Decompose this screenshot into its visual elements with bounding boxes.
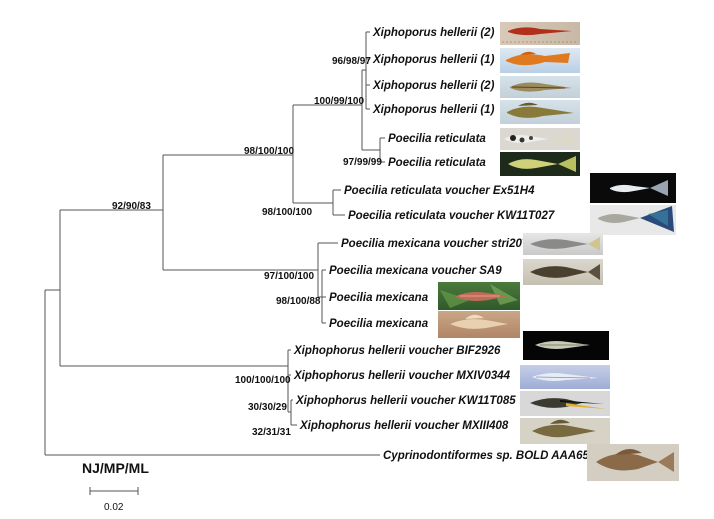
taxon-label: Xiphophorus hellerii voucher BIF2926 — [293, 345, 501, 357]
taxon-label: Xiphoporus hellerii (2) — [372, 80, 495, 92]
support-value: 98/100/100 — [244, 146, 294, 157]
support-value: 98/100/100 — [262, 207, 312, 218]
support-value: 100/99/100 — [314, 96, 364, 107]
fish-photo-paleblue-swordtail — [520, 365, 610, 389]
tree-branches — [44, 31, 385, 456]
fish-photo-yellow-guppy — [500, 152, 580, 176]
figure-legend: NJ/MP/ML 0.02 — [82, 460, 149, 513]
support-value: 92/90/83 — [112, 201, 151, 212]
fish-photo-dark-guppy — [590, 173, 676, 203]
taxon-label: Poecilia mexicana voucher SA9 — [329, 265, 502, 277]
taxon-label: Xiphophorus hellerii voucher MXIV0344 — [293, 370, 511, 382]
taxon-label: Poecilia mexicana — [329, 292, 429, 304]
support-value: 30/30/29 — [248, 402, 287, 413]
fish-photo-blacksword-swordtail — [520, 391, 610, 416]
fish-photo-fantail-guppy — [590, 205, 676, 235]
taxon-label: Poecilia reticulata — [388, 133, 486, 145]
scale-bar — [89, 487, 139, 495]
fish-photo-brown-swordtail — [520, 418, 610, 444]
support-values: 96/98/97 100/99/100 97/99/99 98/100/100 … — [112, 56, 382, 438]
fish-photo-plants-molly — [438, 282, 520, 310]
support-value: 98/100/88 — [276, 296, 321, 307]
fish-photo-orange-swordtail — [500, 48, 580, 73]
fish-photo-grey-molly — [523, 233, 603, 255]
taxon-label: Xiphophorus hellerii voucher KW11T085 — [295, 395, 516, 407]
fish-photo-dark-molly — [523, 259, 603, 285]
taxon-label: Poecilia mexicana voucher stri2074 — [341, 238, 535, 250]
fish-photo-green-swordtail — [500, 76, 580, 98]
taxon-label: Xiphoporus hellerii (1) — [372, 54, 495, 66]
support-value: 97/99/99 — [343, 157, 382, 168]
support-value: 32/31/31 — [252, 427, 291, 438]
method-label: NJ/MP/ML — [82, 460, 149, 476]
fish-photo-killifish — [587, 444, 679, 481]
taxon-label: Xiphoporus hellerii (1) — [372, 104, 495, 116]
fish-photo-red-swordtail — [500, 22, 580, 45]
support-value: 96/98/97 — [332, 56, 371, 67]
scale-bar-label: 0.02 — [104, 502, 124, 513]
taxon-label: Poecilia reticulata voucher Ex51H4 — [344, 185, 535, 197]
taxon-label: Poecilia mexicana — [329, 318, 429, 330]
taxon-label: Xiphophorus hellerii voucher MXIII408 — [299, 420, 509, 432]
taxon-label: Poecilia reticulata — [388, 157, 486, 169]
fish-photos — [438, 22, 679, 481]
taxon-label: Cyprinodontiformes sp. BOLD AAA654 — [383, 450, 596, 462]
fish-photo-spotted-guppy — [500, 128, 580, 150]
support-value: 97/100/100 — [264, 271, 314, 282]
taxon-labels: Xiphoporus hellerii (2) Xiphoporus helle… — [293, 27, 596, 462]
fish-photo-olive-swordtail — [500, 100, 580, 124]
taxon-label: Poecilia reticulata voucher KW11T027 — [348, 210, 555, 222]
fish-photo-sandy-molly — [438, 311, 520, 338]
support-value: 100/100/100 — [235, 375, 291, 386]
fish-photo-black-swordtail — [523, 331, 609, 360]
taxon-label: Xiphoporus hellerii (2) — [372, 27, 495, 39]
